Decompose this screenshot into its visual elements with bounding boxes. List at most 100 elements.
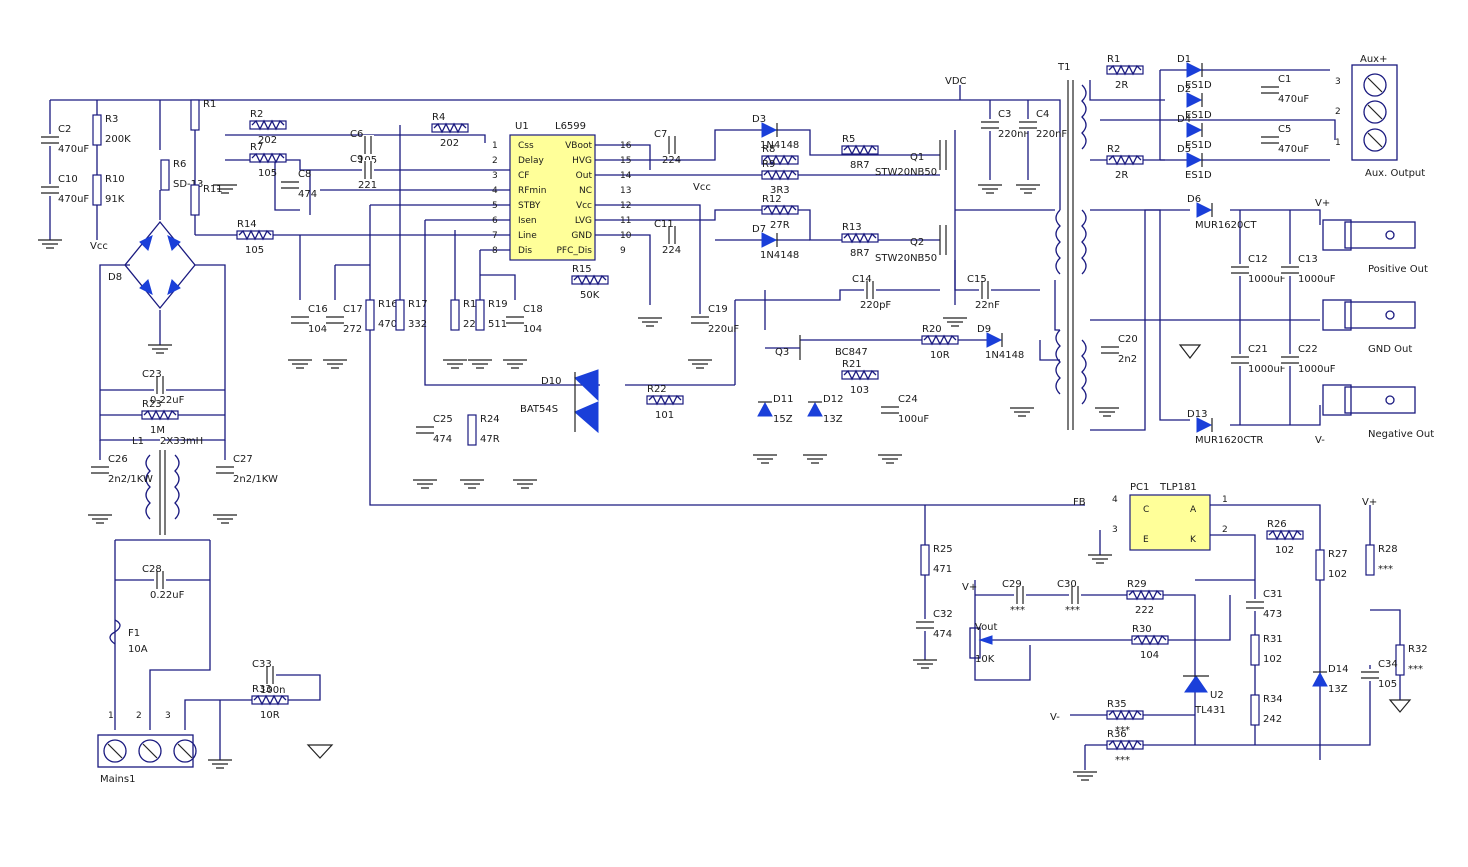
part-ref: C28 bbox=[142, 564, 162, 575]
part-ref: R10 bbox=[105, 174, 125, 185]
part-value: 1M bbox=[150, 425, 165, 436]
pc1-pinnum-1: 1 bbox=[1222, 495, 1228, 505]
positive-out-label: Positive Out bbox=[1368, 264, 1428, 275]
vdc-label: VDC bbox=[945, 76, 967, 87]
part-value: 470uF bbox=[1278, 94, 1309, 105]
part-value: 471 bbox=[933, 564, 952, 575]
part-ref: R28 bbox=[1378, 544, 1398, 555]
bjt-q3: Q3 BC847 bbox=[765, 335, 868, 360]
aux-plus-label: Aux+ bbox=[1360, 54, 1387, 65]
part-ref: C11 bbox=[654, 219, 674, 230]
ic-u1-pin-left: Line bbox=[518, 231, 537, 241]
ic-u1-pin-right: NC bbox=[579, 186, 592, 196]
part-value: 474 bbox=[933, 629, 952, 640]
part-ref: R19 bbox=[488, 299, 508, 310]
part-ref: R21 bbox=[842, 359, 862, 370]
part-value: 1000uF bbox=[1298, 274, 1336, 285]
part-value: 474 bbox=[433, 434, 452, 445]
q1-part: STW20NB50 bbox=[875, 167, 937, 178]
part-ref: C19 bbox=[708, 304, 728, 315]
part-value: 100uF bbox=[898, 414, 929, 425]
mains-pin-2: 2 bbox=[136, 711, 142, 721]
part-value: 0.22uF bbox=[150, 590, 185, 601]
part-ref: C20 bbox=[1118, 334, 1138, 345]
part-c28: C28 0.22uF bbox=[142, 564, 185, 601]
part-value: 511 bbox=[488, 319, 507, 330]
part-value: 202 bbox=[440, 138, 459, 149]
part-ref: C31 bbox=[1263, 589, 1283, 600]
part-r32: R32*** bbox=[1395, 644, 1428, 676]
l1-ref: L1 bbox=[132, 436, 144, 447]
ic-u1-pin-left: CF bbox=[518, 171, 529, 181]
part-ref: C6 bbox=[350, 129, 363, 140]
part-ref: R30 bbox=[1132, 624, 1152, 635]
vplus-label-3: V+ bbox=[1362, 497, 1377, 508]
part-ref: R29 bbox=[1127, 579, 1147, 590]
ic-u1-pinnum-right: 13 bbox=[620, 186, 631, 196]
pc1-part: TLP181 bbox=[1159, 482, 1197, 493]
part-value: 332 bbox=[408, 319, 427, 330]
part-ref: R16 bbox=[378, 299, 398, 310]
part-value: 15Z bbox=[773, 414, 793, 425]
part-ref: D12 bbox=[823, 394, 843, 405]
ic-u1-pin-right: HVG bbox=[572, 156, 592, 166]
ic-u1-pin-left: Delay bbox=[518, 156, 544, 166]
part-value: 1N4148 bbox=[985, 350, 1024, 361]
part-r19: R19 511 bbox=[475, 299, 508, 331]
part-ref: R27 bbox=[1328, 549, 1348, 560]
part-value: *** bbox=[1408, 664, 1423, 675]
gnd-out-label: GND Out bbox=[1368, 344, 1412, 355]
diode-d10: D10 BAT54S bbox=[520, 369, 599, 434]
part-ref: C2 bbox=[58, 124, 71, 135]
part-c29: C29*** bbox=[1002, 579, 1026, 616]
ic-u1-pinnum-right: 12 bbox=[620, 201, 631, 211]
part-ref: C34 bbox=[1378, 659, 1398, 670]
part-value: 2n2/1KW bbox=[233, 474, 278, 485]
ic-u1-pinnum-left: 4 bbox=[492, 186, 498, 196]
part-ref: C27 bbox=[233, 454, 253, 465]
q3-ref: Q3 bbox=[775, 347, 789, 358]
part-value: 102 bbox=[1275, 545, 1294, 556]
part-ref: R7 bbox=[250, 142, 263, 153]
q3-part: BC847 bbox=[835, 347, 868, 358]
part-ref: D11 bbox=[773, 394, 793, 405]
output-lugs: Positive Out GND Out Negative Out bbox=[1322, 219, 1434, 440]
part-value: 1000uF bbox=[1248, 274, 1286, 285]
part-ref: D7 bbox=[752, 224, 766, 235]
part-ref: C16 bbox=[308, 304, 328, 315]
part-d11: D11 15Z bbox=[757, 394, 793, 425]
part-value: *** bbox=[1065, 605, 1080, 616]
part-ref: R35 bbox=[1107, 699, 1127, 710]
part-value: 272 bbox=[343, 324, 362, 335]
d10-ref: D10 bbox=[541, 376, 561, 387]
part-value: *** bbox=[1378, 564, 1393, 575]
part-value: 47R bbox=[480, 434, 500, 445]
part-ref: R18 bbox=[463, 299, 483, 310]
t1-ref: T1 bbox=[1057, 62, 1070, 73]
part-ref: C4 bbox=[1036, 109, 1049, 120]
part-ref: C9 bbox=[350, 154, 363, 165]
ic-u1-pinnum-left: 5 bbox=[492, 201, 498, 211]
part-value: 470uF bbox=[1278, 144, 1309, 155]
part-value: 10R bbox=[930, 350, 950, 361]
part-value: 1N4148 bbox=[760, 140, 799, 151]
